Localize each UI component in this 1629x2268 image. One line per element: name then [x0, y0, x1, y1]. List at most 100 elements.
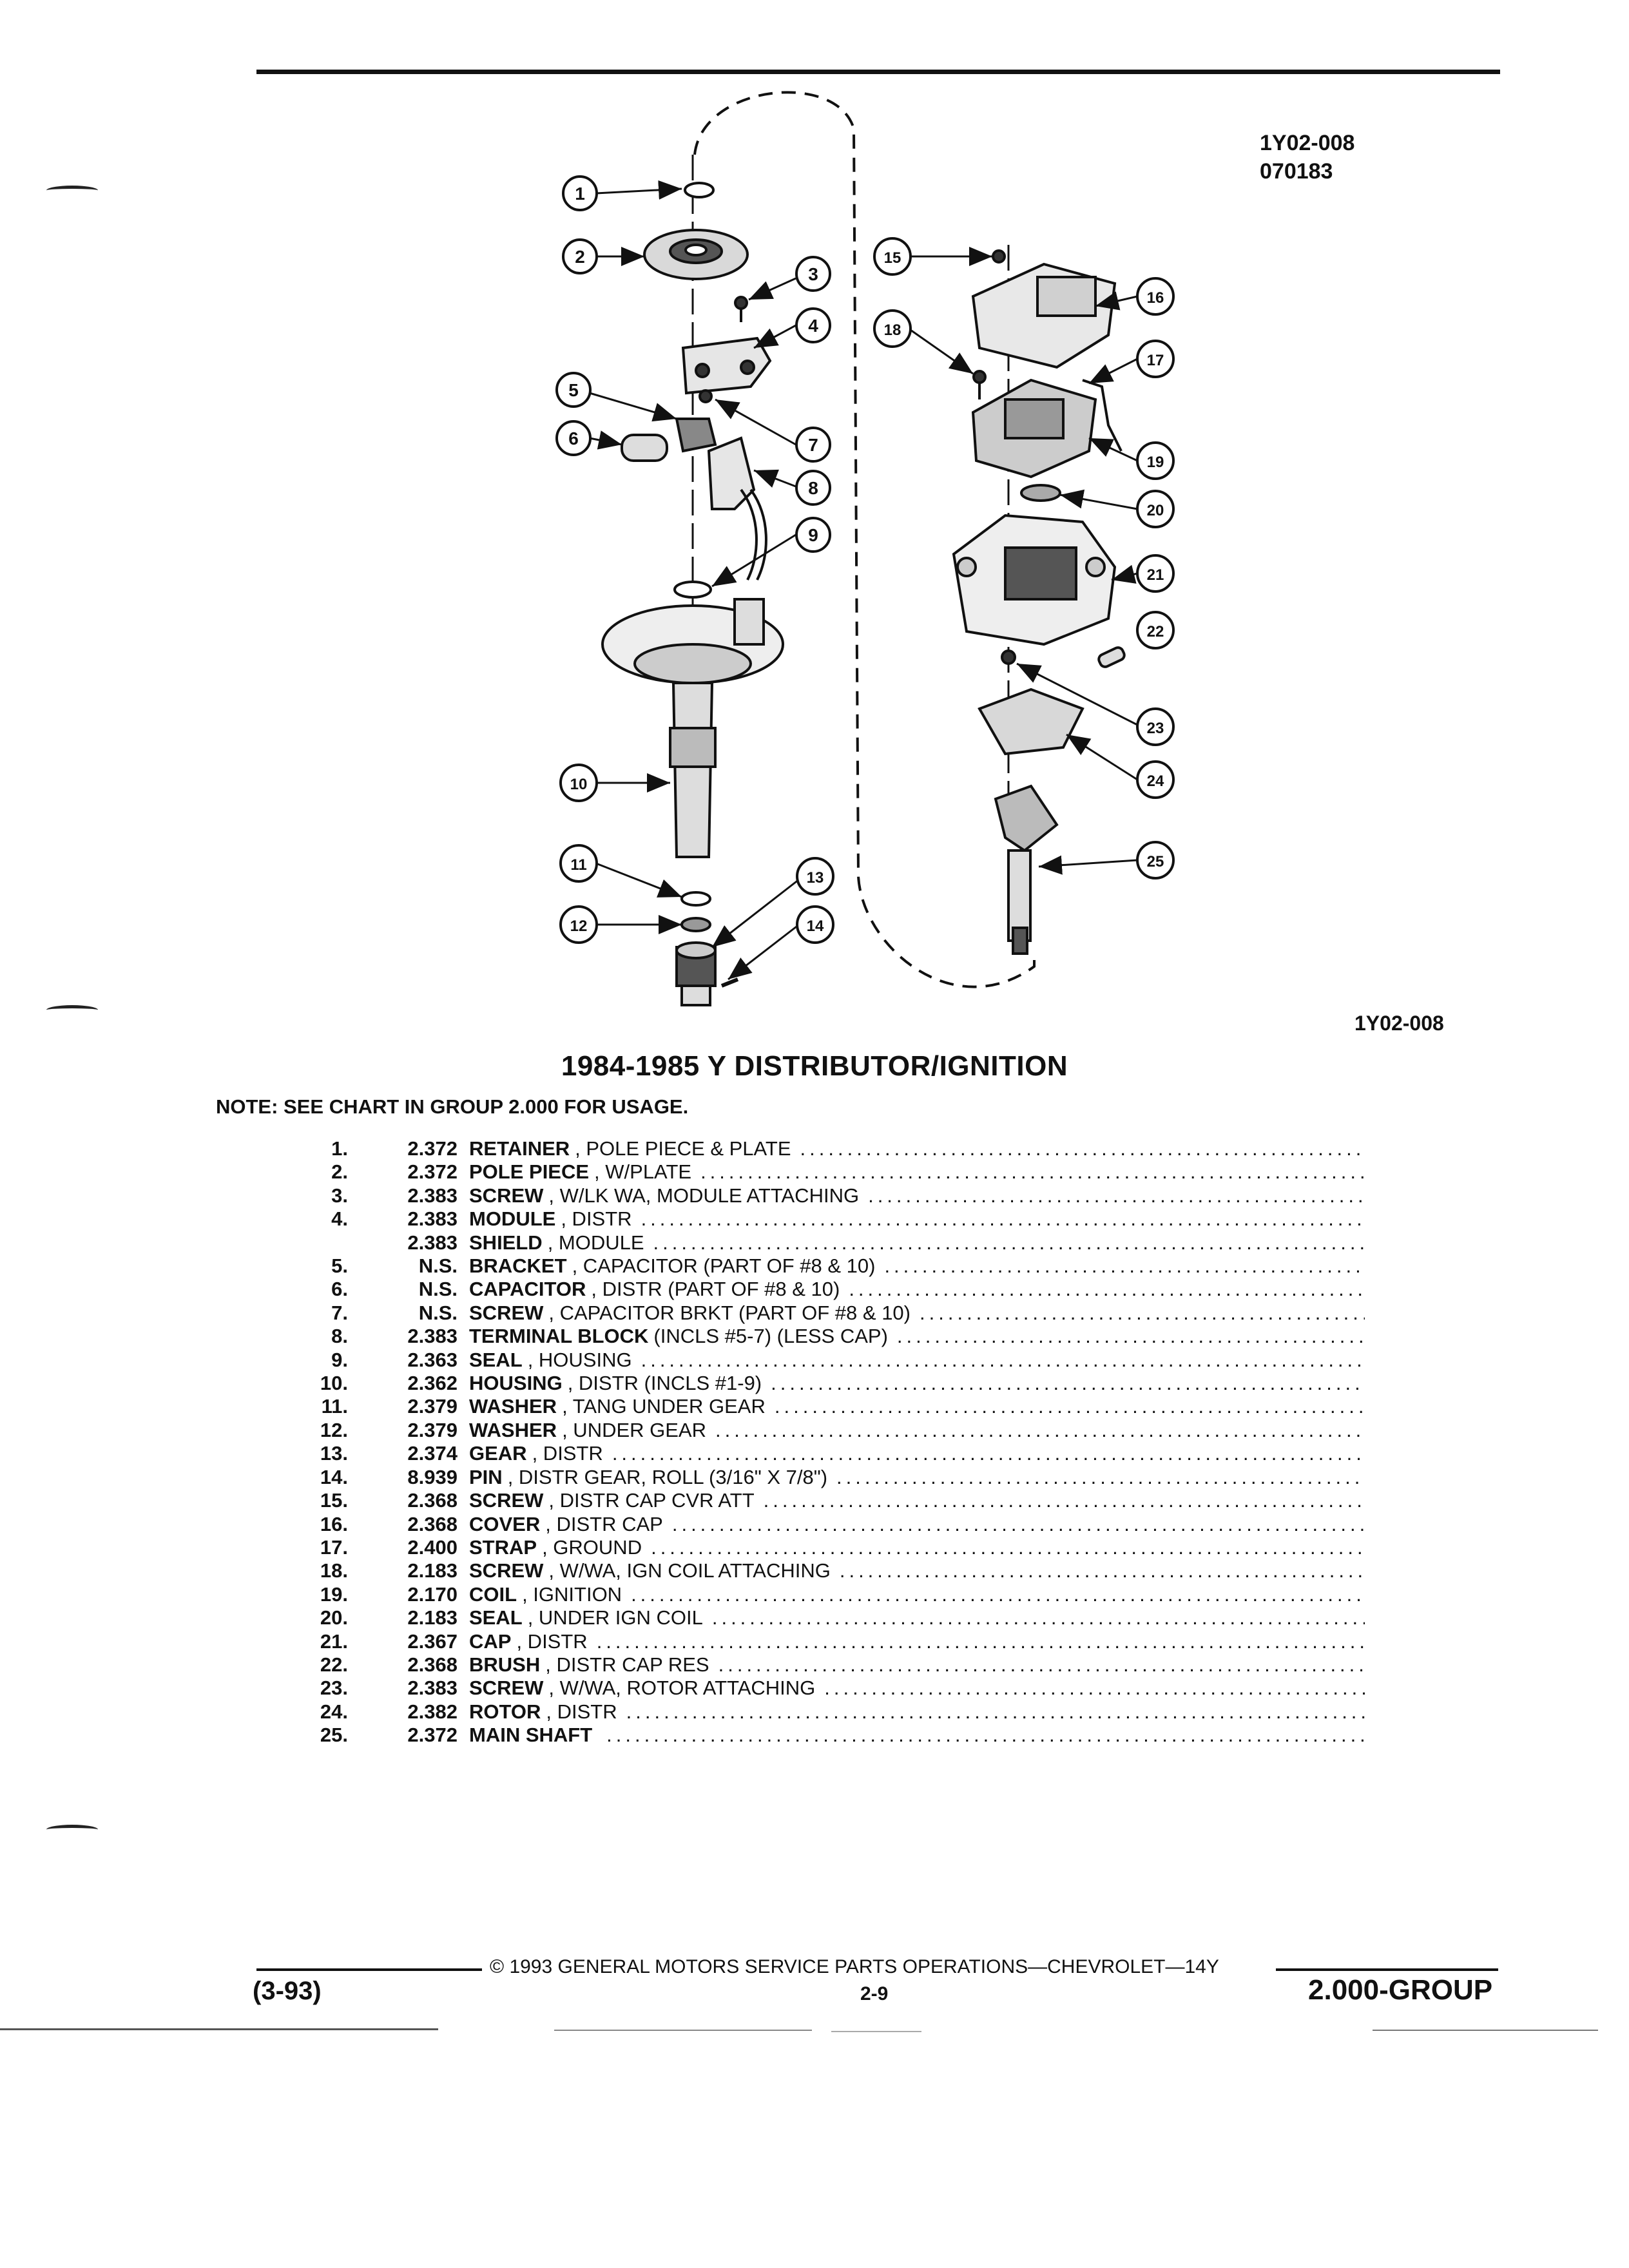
part-number: 9.	[331, 1348, 348, 1371]
callout-label-23: 23	[1147, 720, 1164, 737]
cap-brush-shape	[1097, 646, 1126, 668]
part-group: 2.372	[407, 1724, 458, 1747]
part-group: 2.372	[407, 1137, 458, 1160]
callout-23: 23	[1136, 707, 1175, 746]
part-description: CAPACITOR, DISTR (PART OF #8 & 10)	[469, 1278, 1365, 1301]
part-description: HOUSING, DISTR (INCLS #1-9)	[469, 1372, 1365, 1395]
dot-leader	[775, 1395, 1365, 1418]
dot-leader	[651, 1536, 1365, 1559]
part-number: 1.	[331, 1137, 348, 1160]
dot-leader	[836, 1466, 1365, 1489]
scan-line-2	[554, 2030, 812, 2031]
dot-leader	[884, 1254, 1365, 1278]
part-detail: , TANG UNDER GEAR	[562, 1395, 766, 1418]
dot-leader	[631, 1583, 1365, 1606]
callout-3: 3	[795, 256, 831, 292]
callout-label-4: 4	[808, 316, 818, 336]
callout-17: 17	[1136, 340, 1175, 378]
part-group: 2.379	[407, 1418, 458, 1441]
part-detail: , DISTR CAP RES	[545, 1653, 709, 1676]
part-group: 2.382	[407, 1700, 458, 1723]
dot-leader	[718, 1653, 1365, 1677]
part-number: 13.	[320, 1442, 348, 1465]
part-description: WASHER, TANG UNDER GEAR	[469, 1395, 1365, 1418]
callout-25: 25	[1136, 841, 1175, 879]
callout-10: 10	[559, 764, 598, 802]
diagram-code-line1: 1Y02-008	[1260, 131, 1355, 155]
callout-21: 21	[1136, 554, 1175, 593]
capacitor-shape	[621, 434, 668, 462]
callout-16: 16	[1136, 277, 1175, 316]
part-detail: , DISTR CAP CVR ATT	[548, 1489, 755, 1512]
parts-row: 25. 2.372 MAIN SHAFT	[284, 1724, 1365, 1747]
part-number: 2.	[331, 1160, 348, 1184]
part-group: 2.183	[407, 1559, 458, 1582]
part-group: 2.383	[407, 1325, 458, 1348]
part-group: N.S.	[418, 1254, 458, 1278]
callout-circles: 1 2 3 4 5 6 7 8 9 10 11 12 13 14 15 16 1…	[555, 175, 1175, 944]
part-number: 22.	[320, 1653, 348, 1676]
part-name: ROTOR	[469, 1700, 541, 1723]
callout-11: 11	[559, 844, 598, 883]
callout-label-7: 7	[808, 435, 818, 455]
callout-label-6: 6	[568, 428, 579, 448]
part-detail: , DISTR (INCLS #1-9)	[567, 1372, 762, 1395]
part-detail: , DISTR	[546, 1700, 617, 1723]
callout-7: 7	[795, 427, 831, 463]
dot-leader	[672, 1513, 1365, 1536]
connector-dashed-line	[693, 91, 1036, 988]
part-detail: , W/LK WA, MODULE ATTACHING	[548, 1184, 860, 1207]
parts-row: 6.N.S.CAPACITOR, DISTR (PART OF #8 & 10)	[284, 1278, 1365, 1301]
part-number: 23.	[320, 1677, 348, 1700]
revision-date: (3-93)	[253, 1977, 322, 2005]
callout-19: 19	[1136, 441, 1175, 480]
part-number: 16.	[320, 1512, 348, 1535]
part-description: MODULE, DISTR	[469, 1207, 1365, 1231]
callout-22: 22	[1136, 611, 1175, 649]
part-number: 24.	[320, 1700, 348, 1723]
exploded-parts-diagram: 1 2 3 4 5 6 7 8 9 10 11 12 13 14 15 16 1…	[555, 91, 1175, 1006]
part-description: GEAR, DISTR	[469, 1442, 1365, 1465]
part-description: SHIELD, MODULE	[469, 1231, 1365, 1254]
dot-leader	[800, 1137, 1365, 1160]
dot-leader	[840, 1559, 1365, 1582]
callout-9: 9	[795, 517, 831, 553]
part-description: SCREW, W/WA, ROTOR ATTACHING	[469, 1677, 1365, 1700]
part-detail: , IGNITION	[522, 1582, 622, 1606]
part-name: MAIN SHAFT	[469, 1724, 593, 1747]
part-name: COVER	[469, 1512, 541, 1535]
callout-label-19: 19	[1147, 454, 1164, 471]
callout-label-9: 9	[808, 525, 818, 545]
part-detail: , W/WA, IGN COIL ATTACHING	[548, 1559, 831, 1582]
footer-rule-left	[256, 1968, 482, 1971]
part-number: 14.	[320, 1465, 348, 1488]
callout-label-25: 25	[1147, 853, 1164, 870]
footer-rule-right	[1276, 1968, 1498, 1971]
part-detail: , GROUND	[542, 1535, 642, 1559]
part-description: PIN, DISTR GEAR, ROLL (3/16" X 7/8")	[469, 1466, 1365, 1489]
part-number: 12.	[320, 1418, 348, 1441]
part-number: 25.	[320, 1724, 348, 1747]
callout-18: 18	[873, 309, 912, 348]
dot-leader	[597, 1630, 1365, 1653]
callout-label-16: 16	[1147, 289, 1164, 307]
part-name: SEAL	[469, 1606, 523, 1629]
part-name: RETAINER	[469, 1137, 570, 1160]
part-group: 2.383	[407, 1231, 458, 1254]
housing-shaft-shape	[671, 682, 714, 858]
callout-4: 4	[795, 307, 831, 343]
part-detail: , CAPACITOR (PART OF #8 & 10)	[572, 1254, 876, 1278]
part-detail: , MODULE	[547, 1231, 644, 1254]
part-name: PIN	[469, 1465, 503, 1488]
